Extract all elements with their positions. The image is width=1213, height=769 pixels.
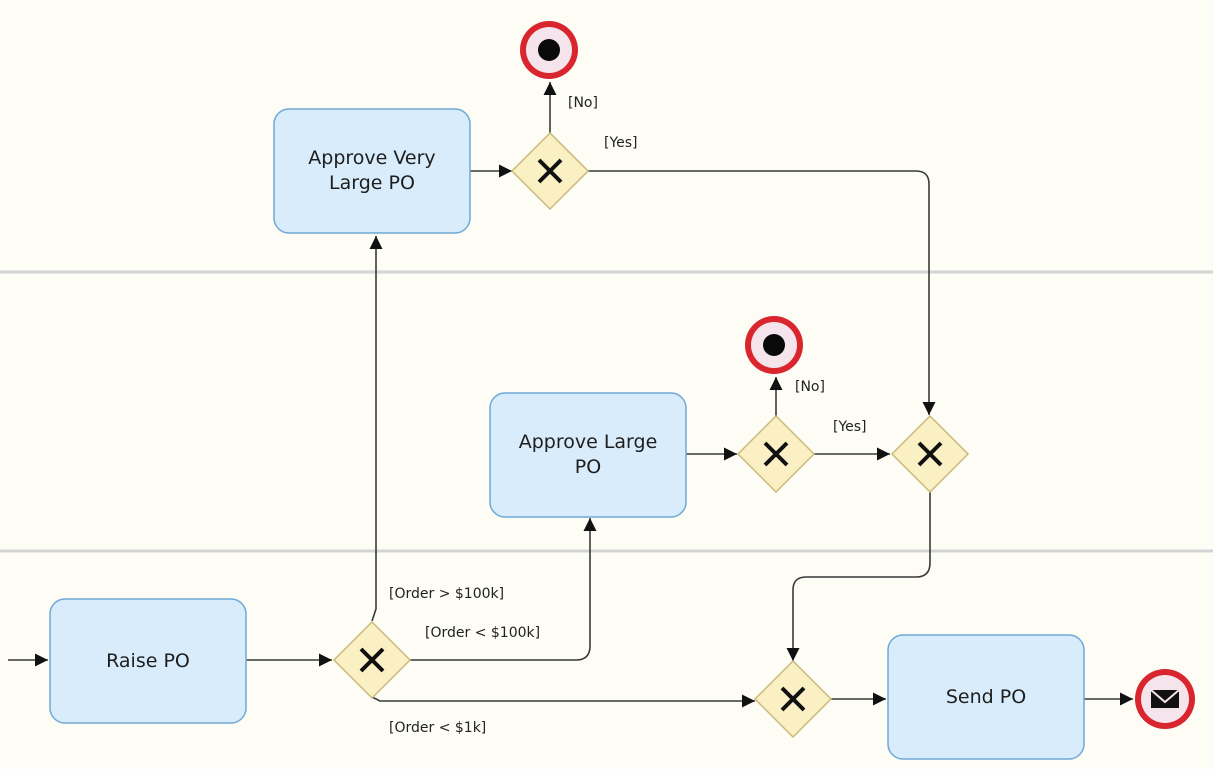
flow-lt100k (404, 518, 597, 661)
flow-lt1k (371, 694, 755, 708)
task-label-send-po: Send PO (945, 685, 1027, 708)
task-label-approve-very-large-po: Approve Very Large PO (308, 147, 436, 194)
label-order-lt-100k: [Order < $100k] (425, 625, 541, 641)
label-no-top: [No] (568, 95, 598, 111)
task-label-raise-po: Raise PO (106, 649, 190, 672)
end-event-icon[interactable] (745, 316, 803, 374)
end-event-icon[interactable] (520, 21, 578, 79)
label-order-gt-100k: [Order > $100k] (389, 586, 505, 602)
sequence-flows (8, 82, 1133, 708)
label-order-lt-1k: [Order < $1k] (389, 720, 487, 736)
flow-merge-down (786, 491, 931, 661)
task-approve-large-po[interactable] (489, 392, 687, 518)
task-approve-very-large-po[interactable] (273, 108, 471, 234)
flow-gt100k (369, 236, 383, 622)
label-no-mid: [No] (795, 379, 825, 395)
exclusive-gateway-x-icon[interactable] (510, 131, 590, 211)
task-send-po[interactable] (887, 634, 1085, 760)
exclusive-gateway-x-icon[interactable] (753, 659, 833, 739)
label-yes-mid: [Yes] (833, 419, 867, 435)
label-yes-top: [Yes] (604, 135, 638, 151)
flow-top-yes (588, 170, 936, 415)
task-raise-po[interactable] (49, 598, 247, 724)
exclusive-gateway-x-icon[interactable] (890, 414, 970, 494)
exclusive-gateway-x-icon[interactable] (736, 414, 816, 494)
message-end-envelope-icon[interactable] (1135, 669, 1195, 729)
task-label-approve-large-po: Approve Large PO (518, 431, 658, 478)
exclusive-gateway-x-icon[interactable] (332, 620, 412, 700)
